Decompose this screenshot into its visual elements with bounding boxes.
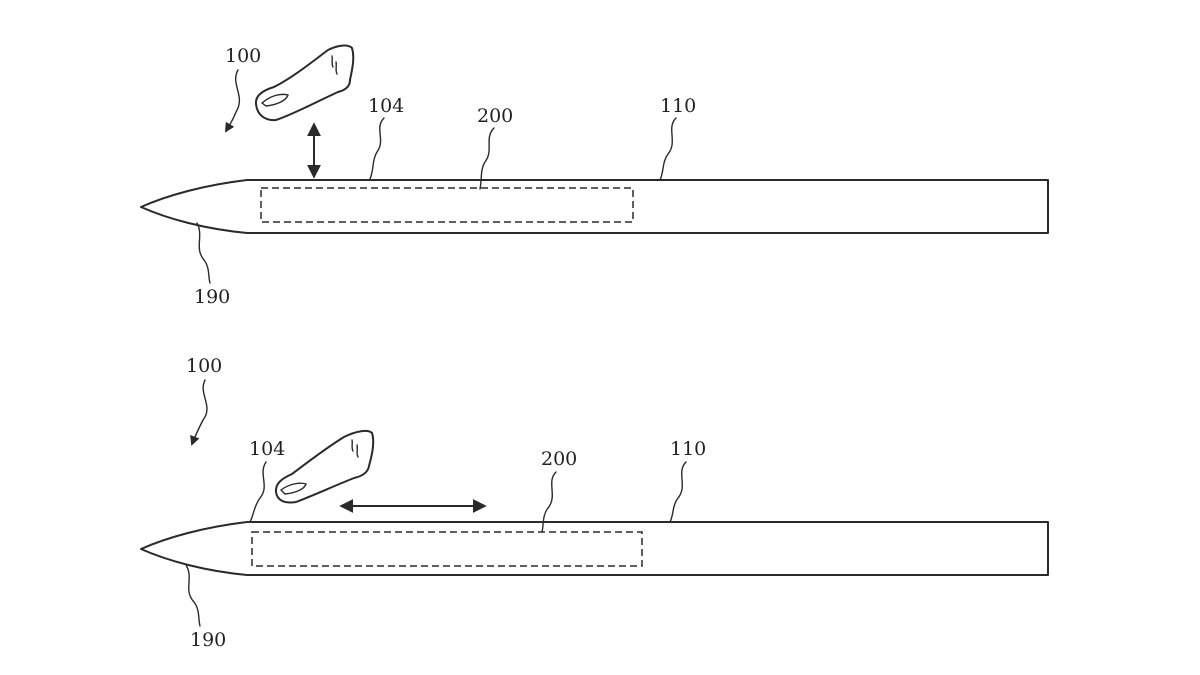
figure-bottom: 100 104 200 110 190 (140, 355, 1049, 651)
label-110: 110 (660, 95, 696, 117)
label-110: 110 (670, 438, 706, 460)
label-104: 104 (249, 438, 285, 460)
label-200: 200 (541, 448, 577, 470)
leader-200 (479, 127, 495, 190)
leader-104 (369, 117, 385, 180)
leader-110 (659, 117, 677, 181)
sensor-region (260, 187, 634, 223)
label-200: 200 (477, 105, 513, 127)
stylus-body (140, 179, 1049, 234)
finger-icon (254, 44, 355, 122)
label-104: 104 (368, 95, 404, 117)
figure-top: 100 104 200 110 190 (140, 44, 1049, 308)
label-190: 190 (190, 629, 226, 651)
label-100: 100 (225, 45, 261, 67)
label-100: 100 (186, 355, 222, 377)
sensor-region (251, 531, 643, 567)
leader-100 (190, 379, 208, 446)
label-190: 190 (194, 286, 230, 308)
leader-110 (669, 461, 687, 523)
leader-104 (249, 461, 267, 523)
finger-icon (274, 429, 375, 504)
leader-100 (224, 69, 241, 133)
stylus-body (140, 521, 1049, 576)
leader-190 (185, 564, 201, 627)
leader-200 (541, 471, 557, 533)
leader-190 (196, 222, 211, 284)
